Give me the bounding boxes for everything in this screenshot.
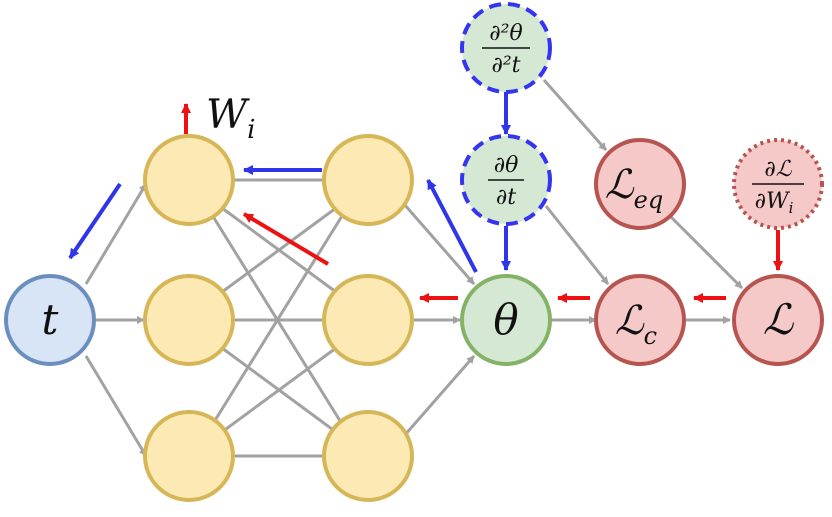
hidden-node-2-1 [322,134,414,226]
loss-eq-node: ℒeq [594,138,686,230]
output-node-label: θ [493,295,518,344]
edge-d2theta-losseq [542,79,608,151]
forward-edges [84,79,744,458]
loss-eq-sub: eq [634,186,664,214]
svg-text:∂Wi: ∂Wi [755,189,794,217]
first-derivative-node: ∂θ ∂t [460,134,552,226]
edge-input-h1 [84,183,148,285]
svg-text:ℒeq: ℒeq [605,162,663,214]
blue-arrows [68,90,511,273]
loss-gradient-num: ∂ℒ [764,157,792,182]
weight-label: Wi [206,92,255,145]
first-derivative-num: ∂θ [494,153,519,178]
second-derivative-node: ∂²θ ∂²t [460,2,552,94]
second-derivative-num: ∂²θ [489,21,522,46]
loss-gradient-den-main: ∂W [755,189,791,214]
hidden-node-2-3 [322,410,414,502]
red-arrow-g2-h1 [242,212,330,266]
hidden-node-1-1 [143,134,235,226]
hidden-node-1-3 [143,410,235,502]
edge-g1-theta [402,203,476,285]
loss-gradient-node: ∂ℒ ∂Wi [732,138,824,230]
hidden-node-2-2 [322,274,414,366]
blue-arrow-theta-g1 [426,179,478,273]
edge-h3-g1 [212,215,344,423]
blue-arrow-h1-input [68,182,122,260]
edge-input-h3 [84,355,148,457]
svg-text:ℒc: ℒc [615,298,657,350]
loss-c-sub: c [644,322,657,350]
loss-gradient-den-sub: i [789,199,794,217]
red-arrows [181,103,783,303]
hidden-layer-2 [322,134,414,502]
hidden-node-1-2 [143,274,235,366]
input-node-t: t [4,274,96,366]
input-node-label: t [42,295,59,344]
hidden-layer-1 [143,134,235,502]
loss-node: ℒ [732,274,824,366]
loss-c-node: ℒc [594,274,686,366]
first-derivative-den: ∂t [496,185,516,210]
edge-h3-g2 [221,346,337,434]
edge-dtheta-lossc [544,205,610,285]
loss-main: ℒ [763,295,794,344]
output-node-theta: θ [460,274,552,366]
edge-h2-g1 [221,206,337,294]
svg-text:Wi: Wi [206,92,255,145]
second-derivative-den: ∂²t [491,53,520,78]
loss-c-main: ℒ [615,298,645,344]
edge-losseq-loss [668,214,744,290]
loss-eq-main: ℒ [605,162,635,208]
edge-g3-theta [402,355,476,437]
